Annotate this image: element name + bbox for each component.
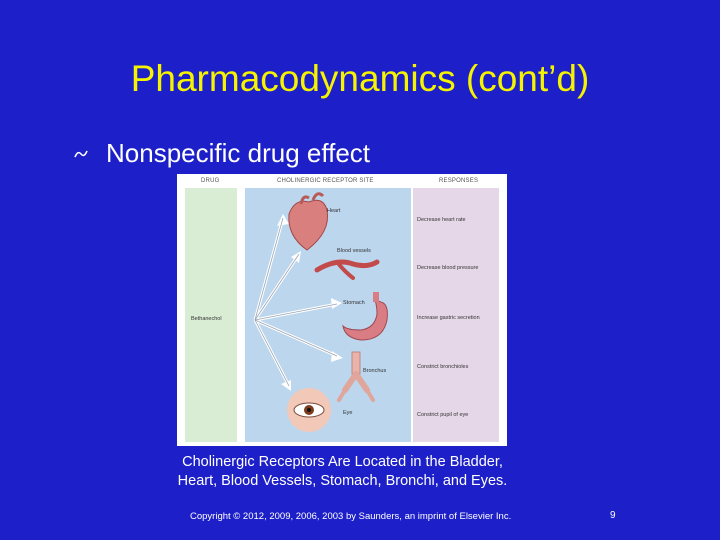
col-drug: DRUG <box>201 178 220 184</box>
page-number: 9 <box>610 510 616 521</box>
col-responses: RESPONSES <box>439 178 479 184</box>
z-bullet-icon <box>74 143 96 164</box>
site-label-heart: Heart <box>327 208 341 214</box>
cholinergic-figure: DRUG CHOLINERGIC RECEPTOR SITE RESPONSES… <box>177 174 507 446</box>
bullet-item: Nonspecific drug effect <box>74 138 370 169</box>
caption-line-2: Heart, Blood Vessels, Stomach, Bronchi, … <box>177 473 508 489</box>
response-eye: Constrict pupil of eye <box>417 412 469 418</box>
response-band <box>413 188 499 442</box>
drug-band <box>185 188 237 442</box>
response-blood-vessels: Decrease blood pressure <box>417 265 479 271</box>
response-stomach: Increase gastric secretion <box>417 315 480 321</box>
drug-label: Bethanechol <box>191 316 222 322</box>
response-heart: Decrease heart rate <box>417 217 466 223</box>
blood-vessel-icon <box>314 259 380 280</box>
heart-icon <box>288 192 329 251</box>
site-label-stomach: Stomach <box>343 300 365 306</box>
eye-icon <box>287 388 331 432</box>
caption-line-1: Cholinergic Receptors Are Located in the… <box>182 454 503 470</box>
stomach-icon <box>342 292 388 341</box>
copyright-text: Copyright © 2012, 2009, 2006, 2003 by Sa… <box>190 511 512 522</box>
col-site: CHOLINERGIC RECEPTOR SITE <box>277 178 374 184</box>
site-label-eye: Eye <box>343 410 353 416</box>
figure-caption: Cholinergic Receptors Are Located in the… <box>140 453 545 491</box>
bronchus-icon <box>337 351 375 402</box>
site-label-bronchus: Bronchus <box>363 368 387 374</box>
site-label-blood-vessels: Blood vessels <box>337 248 371 254</box>
slide-title: Pharmacodynamics (cont’d) <box>130 58 590 99</box>
bullet-text: Nonspecific drug effect <box>106 138 370 168</box>
response-bronchus: Constrict bronchioles <box>417 364 469 370</box>
